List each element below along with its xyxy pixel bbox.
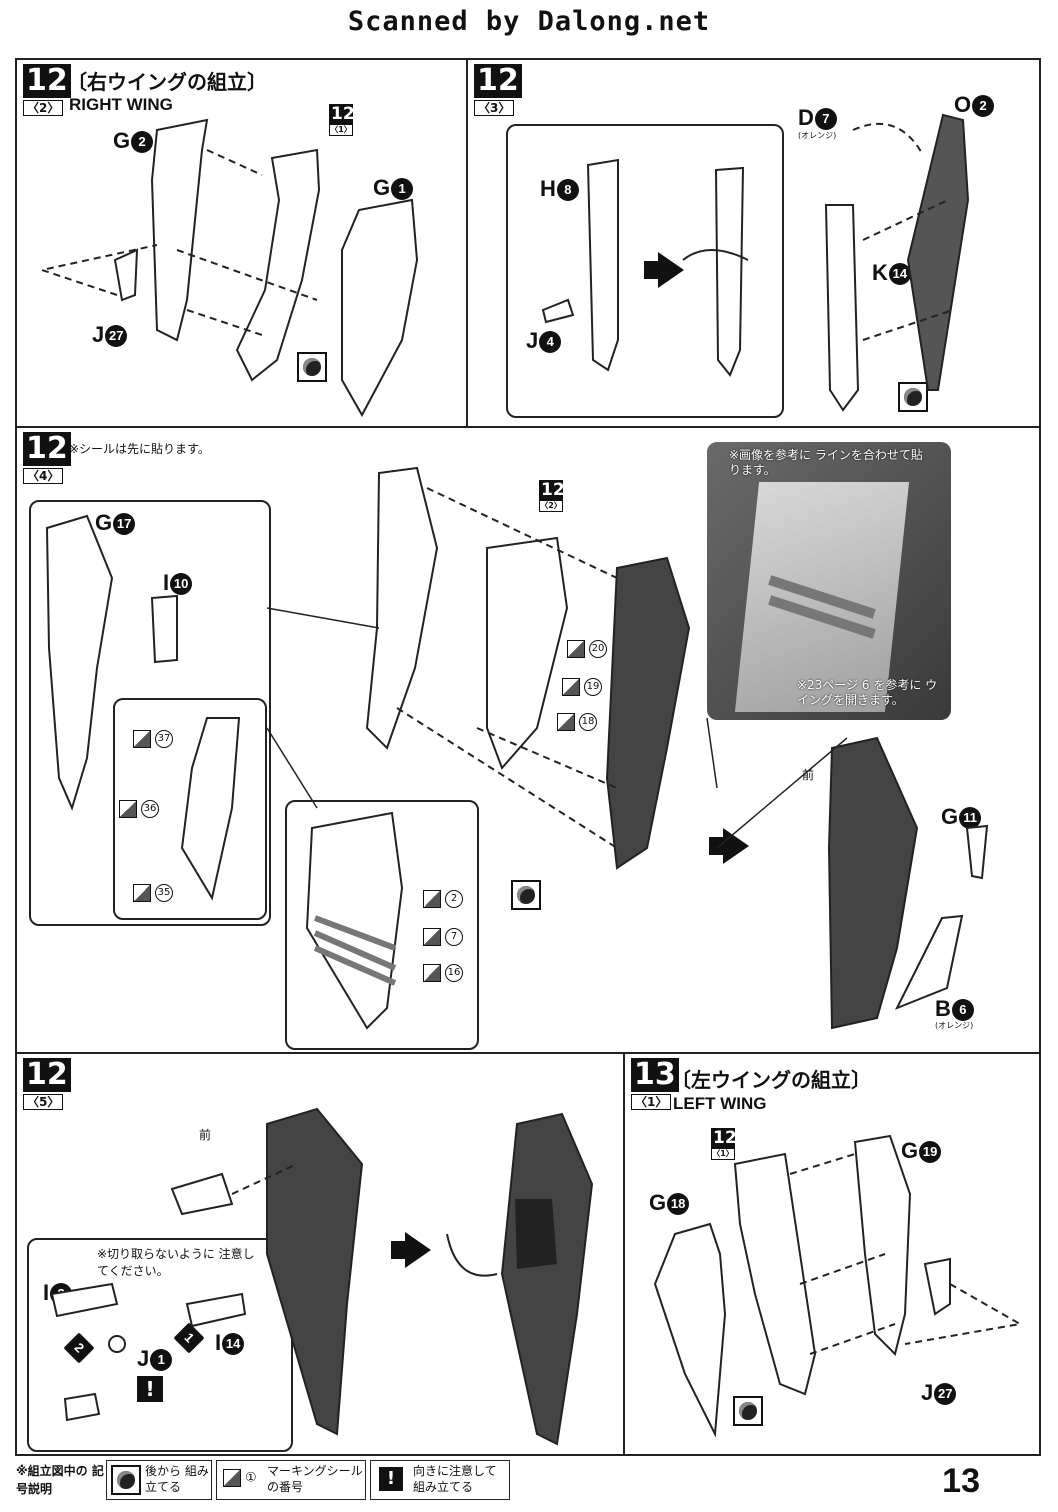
sticker-label: 36 [119, 800, 159, 818]
part-drawings [541, 113, 970, 412]
reference-photo: ※画像を参考に ラインを合わせて貼ります。 ※23ページ 6 を参考に ウイング… [707, 442, 951, 720]
substep: 〈5〉 [23, 1094, 64, 1110]
panel-12-5: 12 〈5〉 前 ※切り取らないように 注意してください。 I2 I14 J1 … [15, 1052, 625, 1456]
sticker-label: 7 [423, 928, 463, 946]
assemble-later-icon [297, 352, 327, 382]
next-arrow-icon [709, 828, 749, 864]
step-number: 12 [23, 432, 71, 466]
sticker-label: 16 [423, 964, 463, 982]
legend-back-assemble: 後から 組み立てる [106, 1460, 212, 1500]
symbol-legend: ※組立図中の 記号説明 後から 組み立てる ① マーキングシール の番号 ! 向… [0, 1458, 1058, 1510]
panel-subtitle: RIGHT WING [69, 95, 173, 114]
scan-credit: Scanned by Dalong.net [347, 6, 711, 37]
caution-icon: ! [379, 1467, 403, 1491]
sticker-label: 35 [133, 884, 173, 902]
step-reference: 12〈1〉 [329, 104, 355, 136]
sticker-label: 18 [557, 713, 597, 731]
sticker-label: 20 [567, 640, 607, 658]
substep: 〈2〉 [23, 100, 64, 116]
substep: 〈4〉 [23, 468, 64, 484]
caution-icon: ! [137, 1376, 163, 1402]
color-note: (オレンジ) [798, 131, 837, 140]
legend-text: マーキングシール の番号 [267, 1464, 363, 1494]
sticker-sample: ① [223, 1469, 257, 1487]
part-drawings [50, 1107, 594, 1446]
legend-caution: ! 向きに注意して 組み立てる [370, 1460, 510, 1500]
next-arrow-icon [391, 1232, 431, 1268]
assemble-later-icon [111, 1465, 141, 1495]
color-note: (オレンジ) [935, 1021, 974, 1030]
sticker-label: 37 [133, 730, 173, 748]
assemble-later-icon [898, 382, 928, 412]
photo-note: ※23ページ 6 を参考に ウイングを開きます。 [797, 678, 938, 707]
legend-text: 後から 組み立てる [145, 1464, 209, 1494]
step-number: 12 [23, 64, 71, 98]
step-number: 12 [474, 64, 522, 98]
part-drawings [45, 466, 989, 1030]
part-drawings [38, 118, 419, 418]
page-number: 13 [942, 1462, 980, 1500]
legend-text: 向きに注意して 組み立てる [413, 1464, 497, 1494]
step-reference: 12〈1〉 [711, 1128, 737, 1160]
substep: 〈1〉 [631, 1094, 672, 1110]
panel-subtitle: LEFT WING [673, 1094, 767, 1113]
panel-title: 〔左ウイングの組立〕 [671, 1068, 871, 1092]
next-arrow-icon [644, 252, 684, 288]
step-number: 12 [23, 1058, 71, 1092]
step-reference: 12〈2〉 [539, 480, 565, 512]
panel-title: 〔右ウイングの組立〕 [67, 70, 267, 94]
substep: 〈3〉 [474, 100, 515, 116]
caution-note: ※切り取らないように 注意してください。 [97, 1247, 255, 1278]
photo-note: ※画像を参考に ラインを合わせて貼ります。 [729, 448, 923, 477]
assemble-later-icon [511, 880, 541, 910]
assemble-later-icon [733, 1396, 763, 1426]
front-label: 前 [802, 768, 815, 782]
sticker-label: 2 [423, 890, 463, 908]
part-drawings [653, 1134, 1023, 1438]
step-number: 13 [631, 1058, 679, 1092]
sticker-label: 19 [562, 678, 602, 696]
legend-title: ※組立図中の 記号説明 [16, 1464, 104, 1496]
front-label: 前 [199, 1128, 212, 1142]
legend-sticker: ① マーキングシール の番号 [216, 1460, 366, 1500]
sticker-note: ※シールは先に貼ります。 [69, 442, 210, 456]
